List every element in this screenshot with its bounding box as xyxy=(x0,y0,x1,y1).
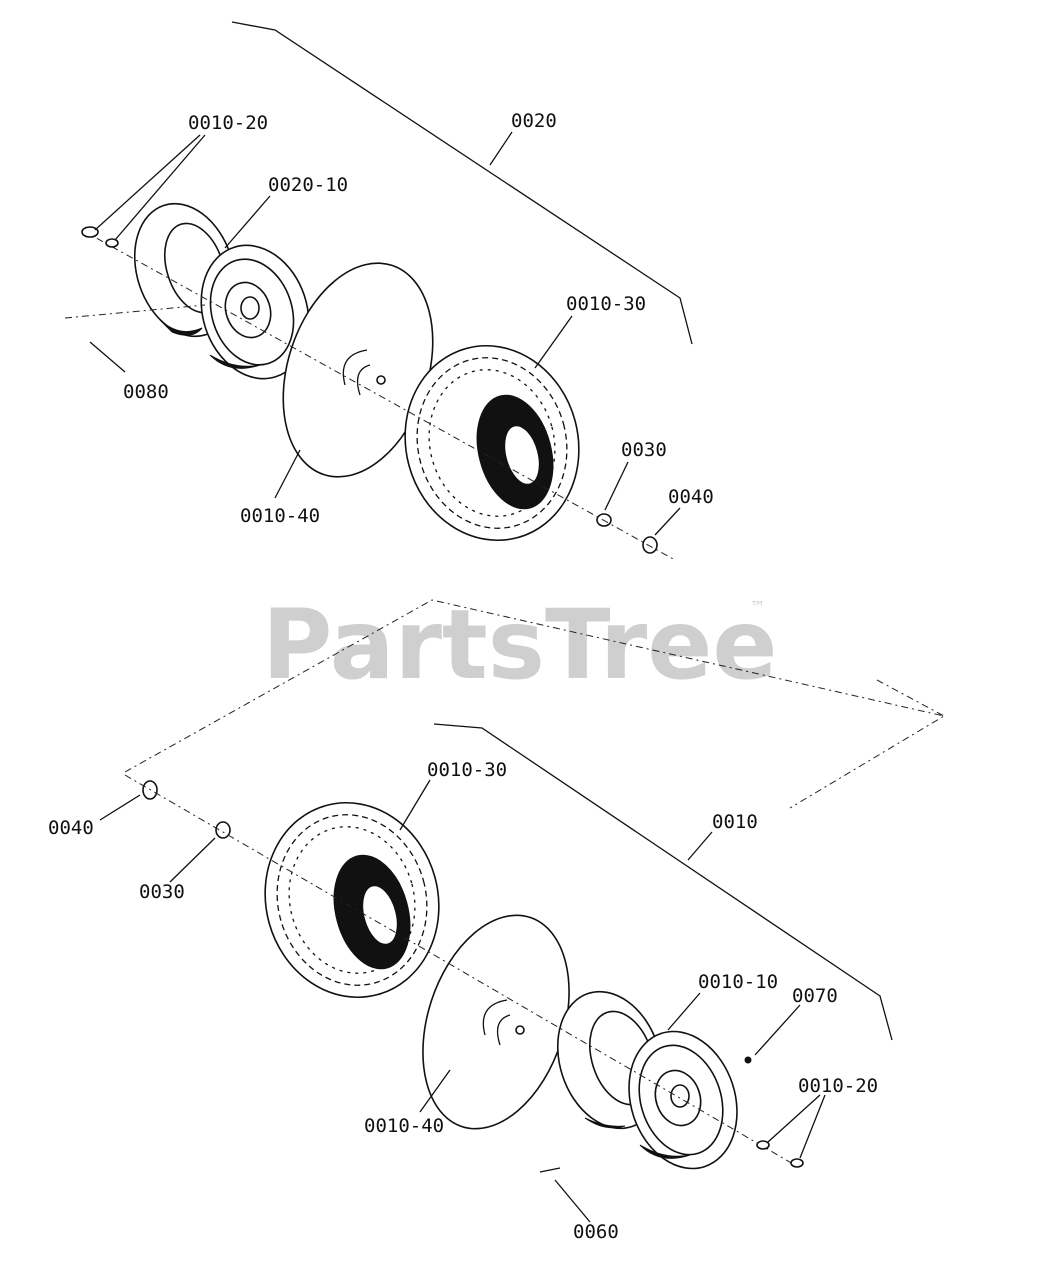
bolt-line-top xyxy=(64,304,206,319)
callout-top-0040: 0040 xyxy=(668,486,714,508)
axle-line-bottom xyxy=(124,774,801,1169)
tire-top xyxy=(404,344,580,542)
callout-bot-0010-30: 0010-30 xyxy=(427,759,507,781)
assembly-frame-bottom-2 xyxy=(876,679,945,717)
leader-bot-0010-40 xyxy=(419,1069,451,1113)
assembly-bracket-bottom xyxy=(433,723,893,1041)
bolt-0060 xyxy=(539,1167,561,1173)
leader-bot-0030 xyxy=(169,837,216,883)
bolt-icon-bottom xyxy=(756,1140,770,1150)
leader-top-0020-10 xyxy=(224,195,271,249)
leader-bot-0010-20a xyxy=(767,1094,821,1143)
callout-bot-0010: 0010 xyxy=(712,811,758,833)
callout-bot-0060: 0060 xyxy=(573,1221,619,1243)
leader-top-0030 xyxy=(604,461,629,511)
callout-top-0020-10: 0020-10 xyxy=(268,174,348,196)
callout-bot-0040: 0040 xyxy=(48,817,94,839)
assembly-frame-bottom xyxy=(124,599,946,809)
washer-0040-top xyxy=(642,536,658,554)
leader-top-0020 xyxy=(489,131,513,166)
leader-bot-0010-10 xyxy=(667,992,701,1031)
tire-bottom xyxy=(264,801,440,999)
washer-0030-bottom xyxy=(215,821,231,839)
axle-line-top xyxy=(81,229,676,561)
rim-outer-half-top xyxy=(200,244,310,380)
leader-bot-0060 xyxy=(554,1179,591,1223)
leader-top-0080 xyxy=(89,341,126,373)
leader-bot-0010-20b xyxy=(799,1094,826,1159)
watermark-trademark: ™ xyxy=(750,598,765,616)
leader-bot-0010 xyxy=(687,831,713,861)
leader-bot-0010-30 xyxy=(399,779,431,831)
callout-top-0010-40: 0010-40 xyxy=(240,505,320,527)
bolt-icon-bottom-2 xyxy=(790,1158,804,1168)
callout-top-0010-20: 0010-20 xyxy=(188,112,268,134)
leader-bot-0070 xyxy=(754,1004,801,1056)
watermark-text: PartsTree xyxy=(262,589,777,701)
callout-bot-0010-20: 0010-20 xyxy=(798,1075,878,1097)
callout-bot-0010-10: 0010-10 xyxy=(698,971,778,993)
leader-top-0040 xyxy=(654,507,681,536)
callout-top-0010-30: 0010-30 xyxy=(566,293,646,315)
leader-top-0010-40 xyxy=(274,449,301,499)
rim-outer-half-bottom xyxy=(628,1030,738,1170)
callout-top-0020: 0020 xyxy=(511,110,557,132)
bolt-icon-top-2 xyxy=(105,238,119,248)
leader-top-0010-20b xyxy=(114,134,206,241)
callout-top-0030: 0030 xyxy=(621,439,667,461)
leader-top-0010-20a xyxy=(94,134,201,231)
leader-bot-0040 xyxy=(99,794,141,821)
callout-bot-0010-40: 0010-40 xyxy=(364,1115,444,1137)
leader-top-0010-30 xyxy=(534,315,573,369)
valve-0070 xyxy=(744,1056,752,1064)
callout-bot-0070: 0070 xyxy=(792,985,838,1007)
bolt-icon-top xyxy=(81,226,99,238)
callout-bot-0030: 0030 xyxy=(139,881,185,903)
assembly-bracket-top xyxy=(231,21,693,345)
inner-tube-bottom xyxy=(422,914,570,1130)
callout-top-0080: 0080 xyxy=(123,381,169,403)
